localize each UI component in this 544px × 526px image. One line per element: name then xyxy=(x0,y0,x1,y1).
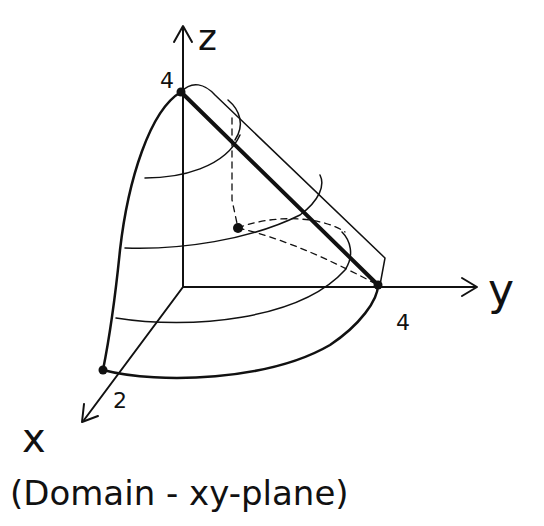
y-axis xyxy=(183,286,475,288)
point xyxy=(99,366,108,375)
point xyxy=(233,223,243,233)
tick-label: 2 xyxy=(113,390,127,412)
point xyxy=(374,281,383,290)
axis-label: x xyxy=(22,418,46,458)
hidden-line xyxy=(232,118,238,228)
level-curve xyxy=(116,232,351,323)
axis-label: y xyxy=(488,268,514,312)
hidden-line xyxy=(238,228,378,285)
level-curve xyxy=(228,100,240,140)
base-curve xyxy=(103,285,378,378)
tick-label: 4 xyxy=(160,70,174,92)
level-curve xyxy=(125,175,322,248)
x-arrowhead xyxy=(82,404,98,422)
edge-line xyxy=(181,92,378,285)
side-curve xyxy=(103,92,181,370)
x-axis xyxy=(84,287,183,420)
hidden-line xyxy=(238,219,345,232)
y-arrowhead xyxy=(462,278,477,296)
tick-label: 4 xyxy=(396,312,410,334)
z-axis xyxy=(182,28,184,287)
caption: (Domain - xy-plane) xyxy=(10,476,349,510)
z-arrowhead xyxy=(174,26,192,42)
point xyxy=(177,88,186,97)
axis-label: z xyxy=(198,20,217,56)
level-curve xyxy=(145,135,240,178)
back-edge xyxy=(181,85,385,285)
